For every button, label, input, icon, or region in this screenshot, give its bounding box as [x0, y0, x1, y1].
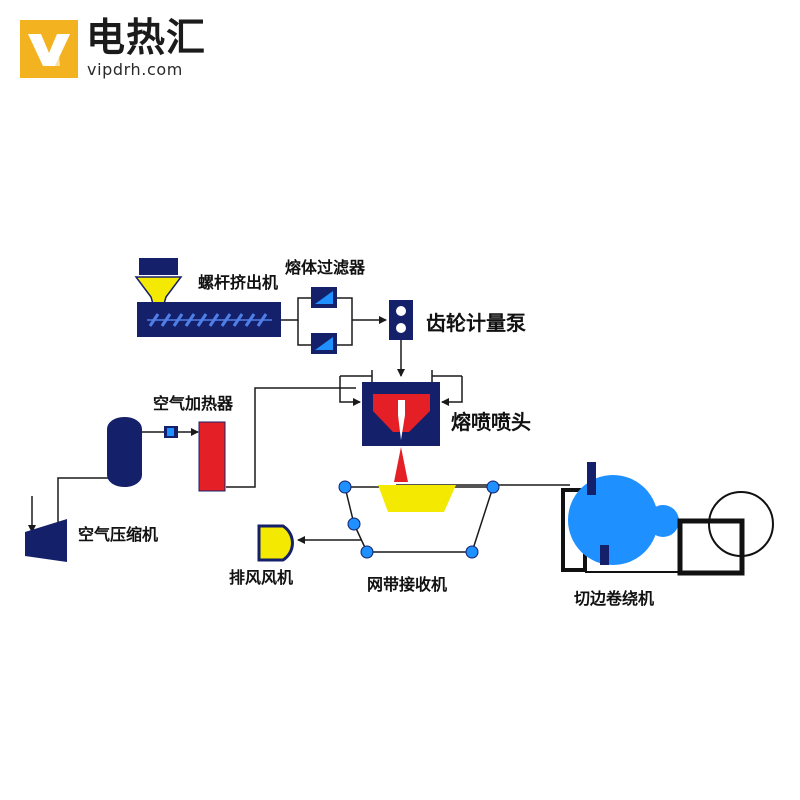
extruder-hopper [134, 276, 183, 305]
label-gear-pump: 齿轮计量泵 [426, 311, 526, 335]
roller [465, 545, 479, 559]
exhaust-fan [257, 524, 294, 562]
roller [338, 480, 352, 494]
winder [561, 462, 774, 576]
line-filter-to-pump [336, 297, 353, 346]
air-heater [164, 421, 226, 492]
line-die-air-left-top [340, 370, 373, 382]
label-exhaust-fan: 排风风机 [229, 568, 293, 587]
line-die-air-right [441, 376, 463, 406]
roller [347, 517, 361, 531]
brand-title: 电热汇 [86, 16, 207, 61]
label-winder: 切边卷绕机 [574, 589, 654, 608]
air-heater-body [198, 421, 226, 492]
line-heater-to-die [226, 387, 356, 488]
extruder-hopper-top [139, 258, 178, 275]
label-die-head: 熔喷喷头 [451, 410, 531, 434]
label-extruder: 螺杆挤出机 [198, 273, 278, 292]
line-extruder-to-filter [280, 297, 312, 321]
brand-url: vipdrh.com [87, 60, 183, 79]
air-tank [107, 417, 142, 487]
line-die-air-right-top [431, 370, 462, 382]
line-extruder-to-filter-lower [297, 320, 312, 346]
web-deposit [378, 485, 456, 512]
label-belt-collector: 网带接收机 [367, 575, 447, 594]
die-head [362, 382, 440, 482]
die-spray [394, 447, 408, 482]
melt-filter [311, 287, 337, 354]
winder-roll [708, 491, 774, 557]
roller [360, 545, 374, 559]
label-melt-filter: 熔体过滤器 [285, 258, 366, 277]
brand-logo: 电热汇 vipdrh.com [20, 16, 230, 82]
winder-small-roll [647, 505, 679, 537]
gear-pump [389, 300, 413, 340]
connection-lines [28, 297, 570, 553]
roller [486, 480, 500, 494]
logo-v-icon [20, 20, 78, 78]
air-compressor [25, 519, 67, 562]
line-die-air-left [339, 376, 361, 406]
screw-extruder [134, 258, 281, 337]
winder-drum [568, 475, 658, 565]
line-compressor-to-tank [57, 477, 110, 522]
label-air-heater: 空气加热器 [153, 394, 234, 413]
winder-frame [677, 518, 745, 576]
label-air-compressor: 空气压缩机 [78, 525, 158, 544]
belt-collector [338, 480, 500, 559]
